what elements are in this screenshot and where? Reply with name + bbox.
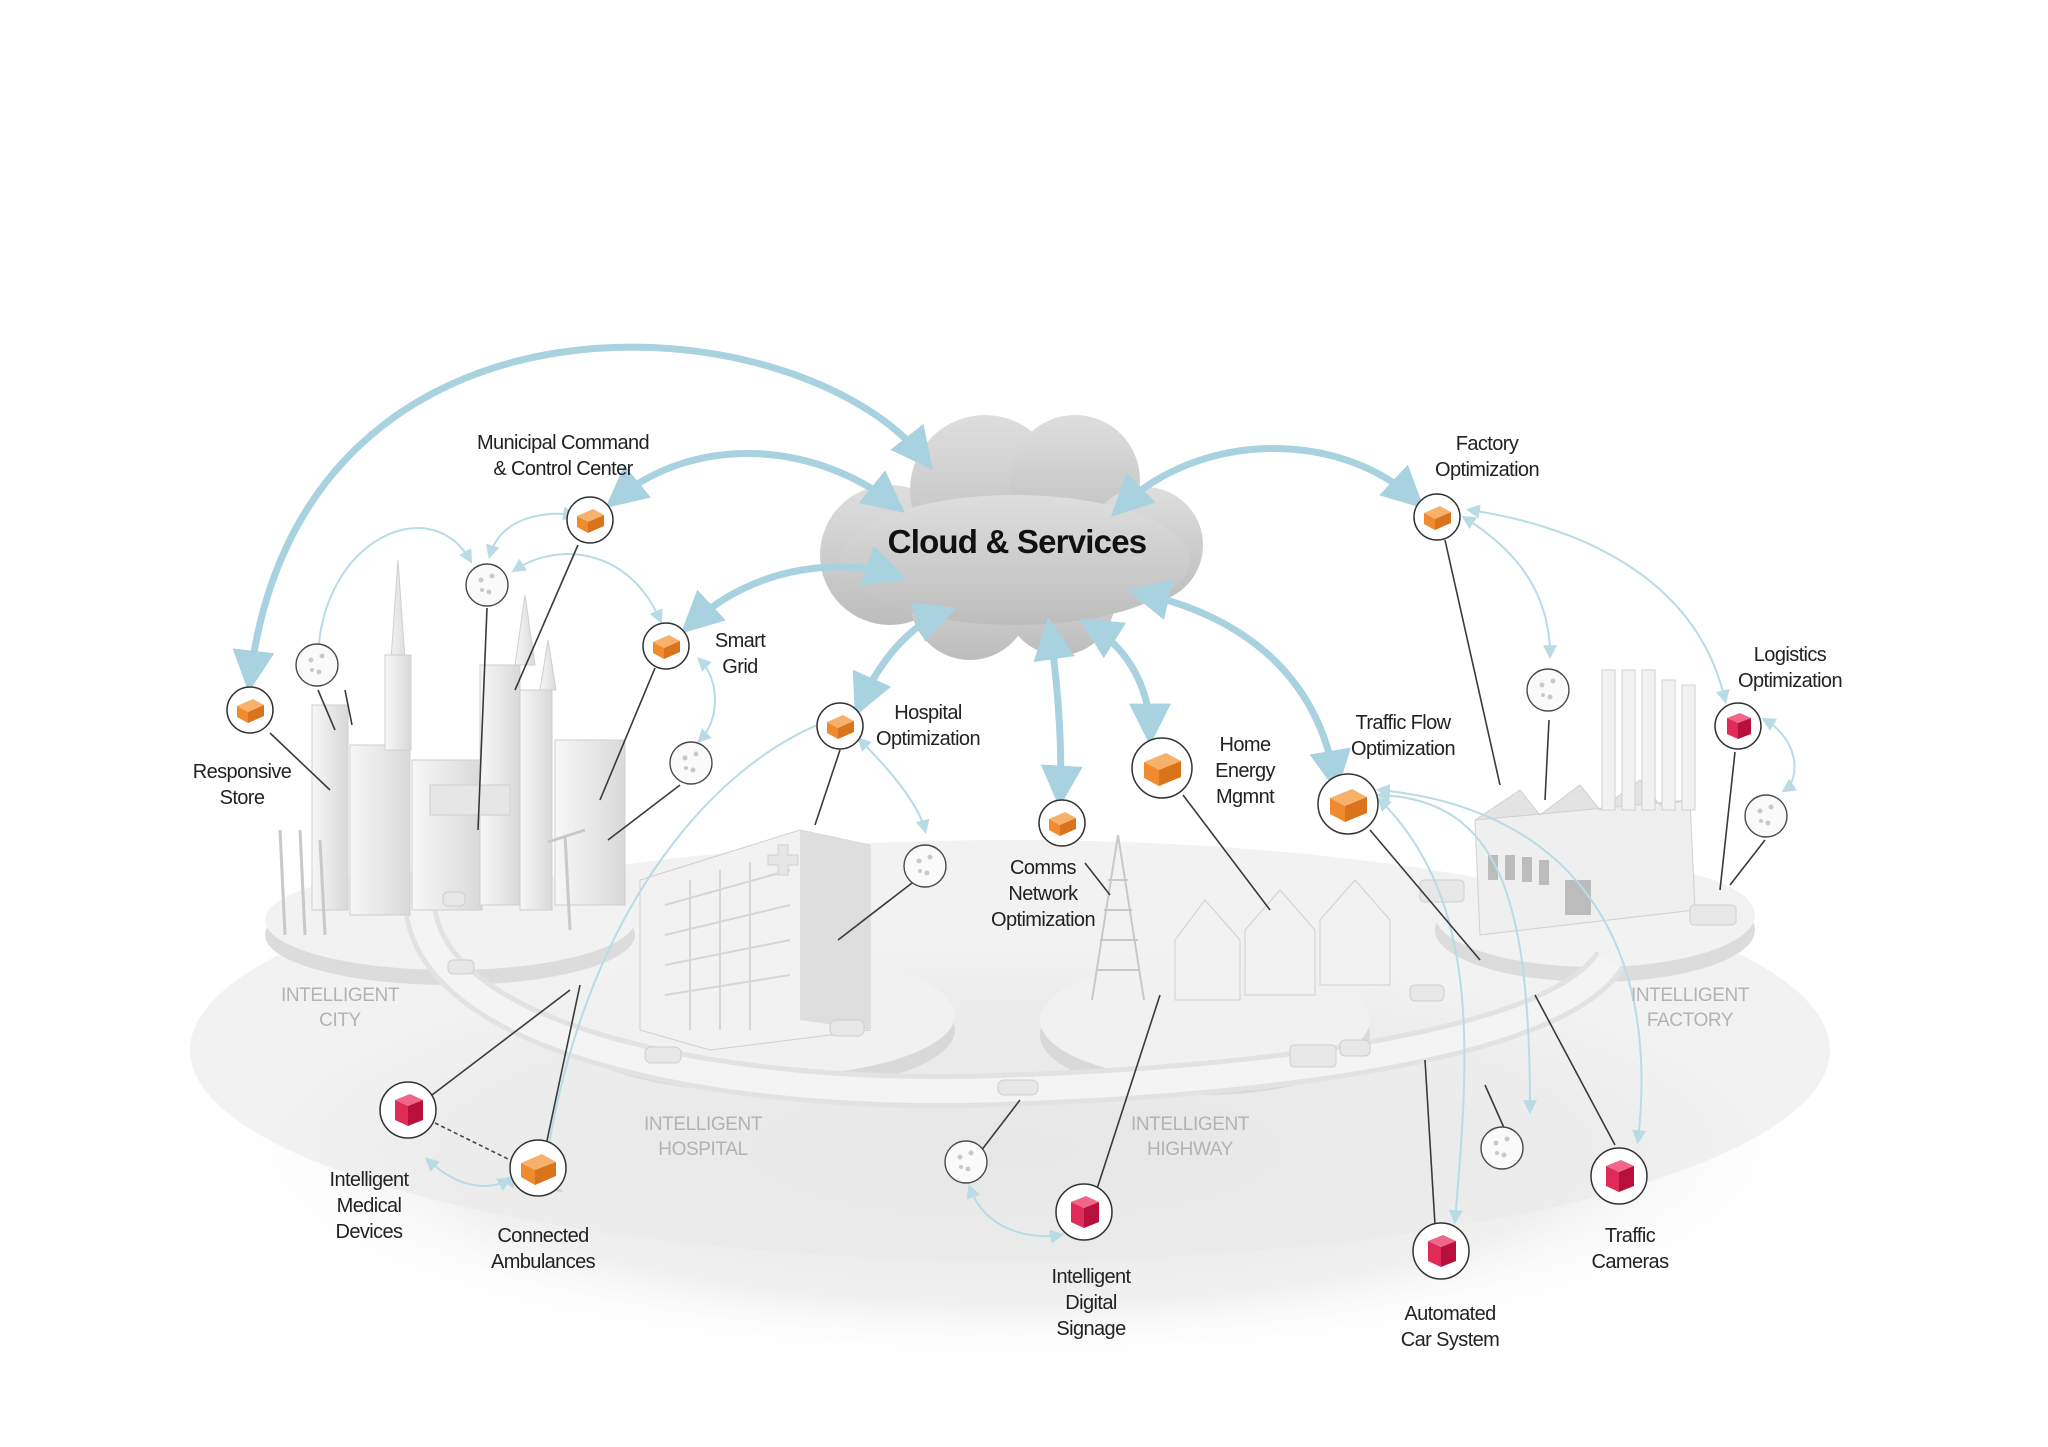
orange-cube-icon [509,1139,567,1197]
orange-cube-icon [566,496,614,544]
red-cube-icon [1412,1222,1470,1280]
sensor-dots-icon [669,741,713,785]
orange-cube-icon [1131,737,1193,799]
sensor-dots-icon [944,1140,988,1184]
orange-cube-icon [642,622,690,670]
gateway-nodes [226,493,1461,1197]
sensor-dots-icon [1480,1126,1524,1170]
cloud-connections [232,343,1425,808]
sensor-dots-icon [1526,668,1570,712]
red-cube-icon [1055,1183,1113,1241]
orange-cube-icon [1038,799,1086,847]
city-buildings [278,559,626,936]
sensor-dots-icon [465,563,509,607]
comm-tower [1091,834,1145,1001]
local-connections [311,504,1798,1244]
orange-cube-icon [1317,773,1379,835]
hospital-building [639,829,871,1051]
cloud-title: Cloud & Services [887,523,1147,560]
sensor-nodes [295,563,1788,1184]
sensor-dots [308,573,1774,1172]
houses [1174,879,1391,1001]
sensor-dots-icon [1744,794,1788,838]
red-cube-icon [379,1081,437,1139]
red-cube-icon [1714,702,1762,750]
orange-cube-icon [816,702,864,750]
sensor-dots-icon [295,643,339,687]
label-municipal-command: Municipal Command& Control Center [476,432,650,480]
device-nodes [379,702,1762,1280]
orange-cube-icon [226,686,274,734]
orange-cube-icon [1413,493,1461,541]
sensor-dots-icon [903,844,947,888]
red-cube-icon [1590,1147,1648,1205]
